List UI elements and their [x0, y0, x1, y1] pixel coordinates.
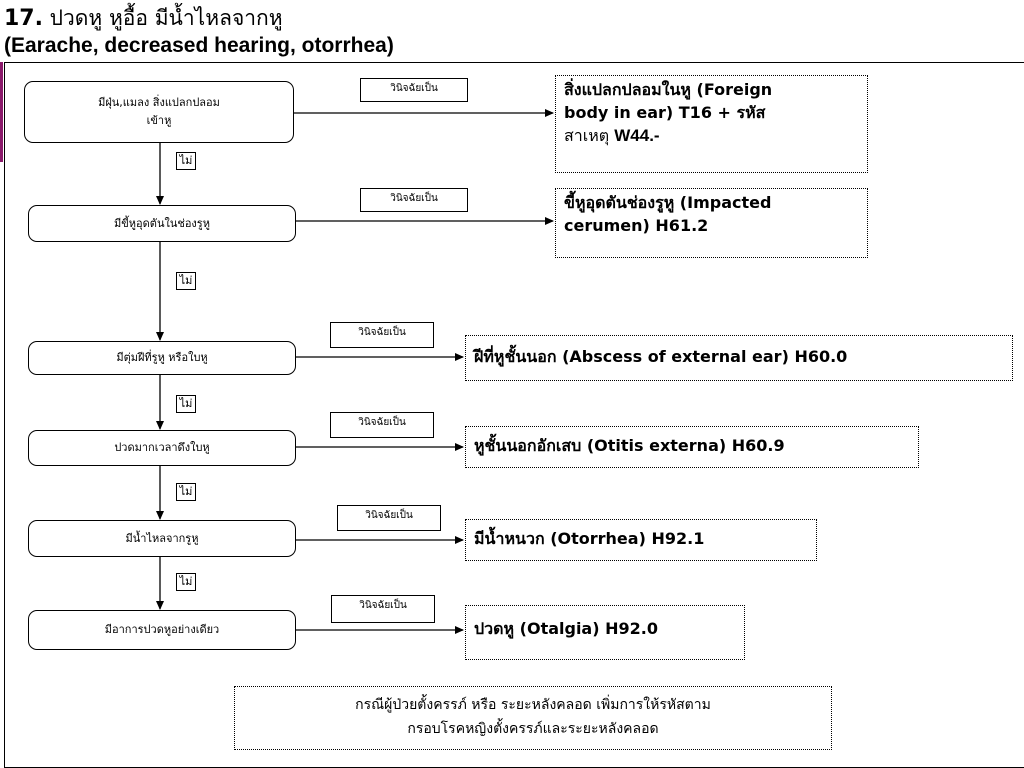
step-foreign-body-line2: เข้าหู: [146, 114, 172, 127]
no-label-3: ไม่: [176, 395, 196, 413]
pregnancy-note-box: กรณีผู้ป่วยตั้งครรภ์ หรือ ระยะหลังคลอด เ…: [234, 686, 832, 750]
diagnosis-label-3: วินิจฉัยเป็น: [330, 322, 434, 348]
diagnosis-otalgia: ปวดหู (Otalgia) H92.0: [465, 605, 745, 660]
dx1-line1: สิ่งแปลกปลอมในหู (Foreign: [564, 80, 773, 99]
dx1-line3: สาเหตุ W44.-: [564, 124, 859, 147]
title-thai-text: ปวดหู หูอื้อ มีน้ำไหลจากหู: [49, 6, 283, 30]
section-number: 17.: [4, 6, 43, 31]
page-title-english: (Earache, decreased hearing, otorrhea): [4, 34, 394, 57]
no-label-5: ไม่: [176, 573, 196, 591]
step-ear-discharge-text: มีน้ำไหลจากรูหู: [125, 531, 199, 545]
diagnosis-impacted-cerumen: ขี้หูอุดตันช่องรูหู (Impacted cerumen) H…: [555, 188, 868, 258]
dx3-line1: ฝีที่หูชั้นนอก (Abscess of external ear)…: [474, 347, 848, 366]
note-line2: กรอบโรคหญิงตั้งครรภ์และระยะหลังคลอด: [407, 721, 659, 737]
diagnosis-otitis-externa: หูชั้นนอกอักเสบ (Otitis externa) H60.9: [465, 426, 919, 468]
step-ear-pain-only-text: มีอาการปวดหูอย่างเดียว: [104, 623, 220, 636]
diagnosis-foreign-body: สิ่งแปลกปลอมในหู (Foreign body in ear) T…: [555, 75, 868, 173]
step-impacted-cerumen: มีขี้หูอุดตันในช่องรูหู: [28, 205, 296, 242]
page-title-thai: 17. ปวดหู หูอื้อ มีน้ำไหลจากหู: [4, 2, 283, 35]
step-pain-pull-ear: ปวดมากเวลาดึงใบหู: [28, 430, 296, 466]
note-line1: กรณีผู้ป่วยตั้งครรภ์ หรือ ระยะหลังคลอด เ…: [355, 697, 711, 713]
step-abscess: มีตุ่มฝีที่รูหู หรือใบหู: [28, 341, 296, 375]
dx4-line1: หูชั้นนอกอักเสบ (Otitis externa) H60.9: [474, 436, 785, 455]
diagnosis-label-1: วินิจฉัยเป็น: [360, 78, 468, 102]
no-label-2: ไม่: [176, 272, 196, 290]
step-impacted-cerumen-text: มีขี้หูอุดตันในช่องรูหู: [114, 216, 210, 230]
dx1-line3b: W44.-: [614, 126, 660, 145]
step-ear-discharge: มีน้ำไหลจากรูหู: [28, 520, 296, 557]
left-accent-bar: [0, 62, 3, 162]
step-abscess-text: มีตุ่มฝีที่รูหู หรือใบหู: [116, 351, 208, 364]
step-foreign-body-line1: มีฝุ่น,แมลง สิ่งแปลกปลอม: [98, 96, 220, 109]
dx5-line1: มีน้ำหนวก (Otorrhea) H92.1: [474, 529, 705, 548]
diagnosis-label-4: วินิจฉัยเป็น: [330, 412, 434, 438]
dx1-line3a: สาเหตุ: [564, 126, 615, 145]
dx2-line2: cerumen) H61.2: [564, 216, 709, 235]
step-pain-pull-ear-text: ปวดมากเวลาดึงใบหู: [114, 441, 210, 454]
dx2-line1: ขี้หูอุดตันช่องรูหู (Impacted: [564, 193, 772, 212]
dx1-line2: body in ear) T16 + รหัส: [564, 103, 766, 122]
step-foreign-body: มีฝุ่น,แมลง สิ่งแปลกปลอม เข้าหู: [24, 81, 294, 143]
no-label-4: ไม่: [176, 483, 196, 501]
step-ear-pain-only: มีอาการปวดหูอย่างเดียว: [28, 610, 296, 650]
diagnosis-label-2: วินิจฉัยเป็น: [360, 188, 468, 212]
diagnosis-label-6: วินิจฉัยเป็น: [331, 595, 435, 623]
diagnosis-abscess-external-ear: ฝีที่หูชั้นนอก (Abscess of external ear)…: [465, 335, 1013, 381]
no-label-1: ไม่: [176, 152, 196, 170]
diagnosis-label-5: วินิจฉัยเป็น: [337, 505, 441, 531]
dx6-line1: ปวดหู (Otalgia) H92.0: [474, 619, 658, 638]
diagnosis-otorrhea: มีน้ำหนวก (Otorrhea) H92.1: [465, 519, 817, 561]
